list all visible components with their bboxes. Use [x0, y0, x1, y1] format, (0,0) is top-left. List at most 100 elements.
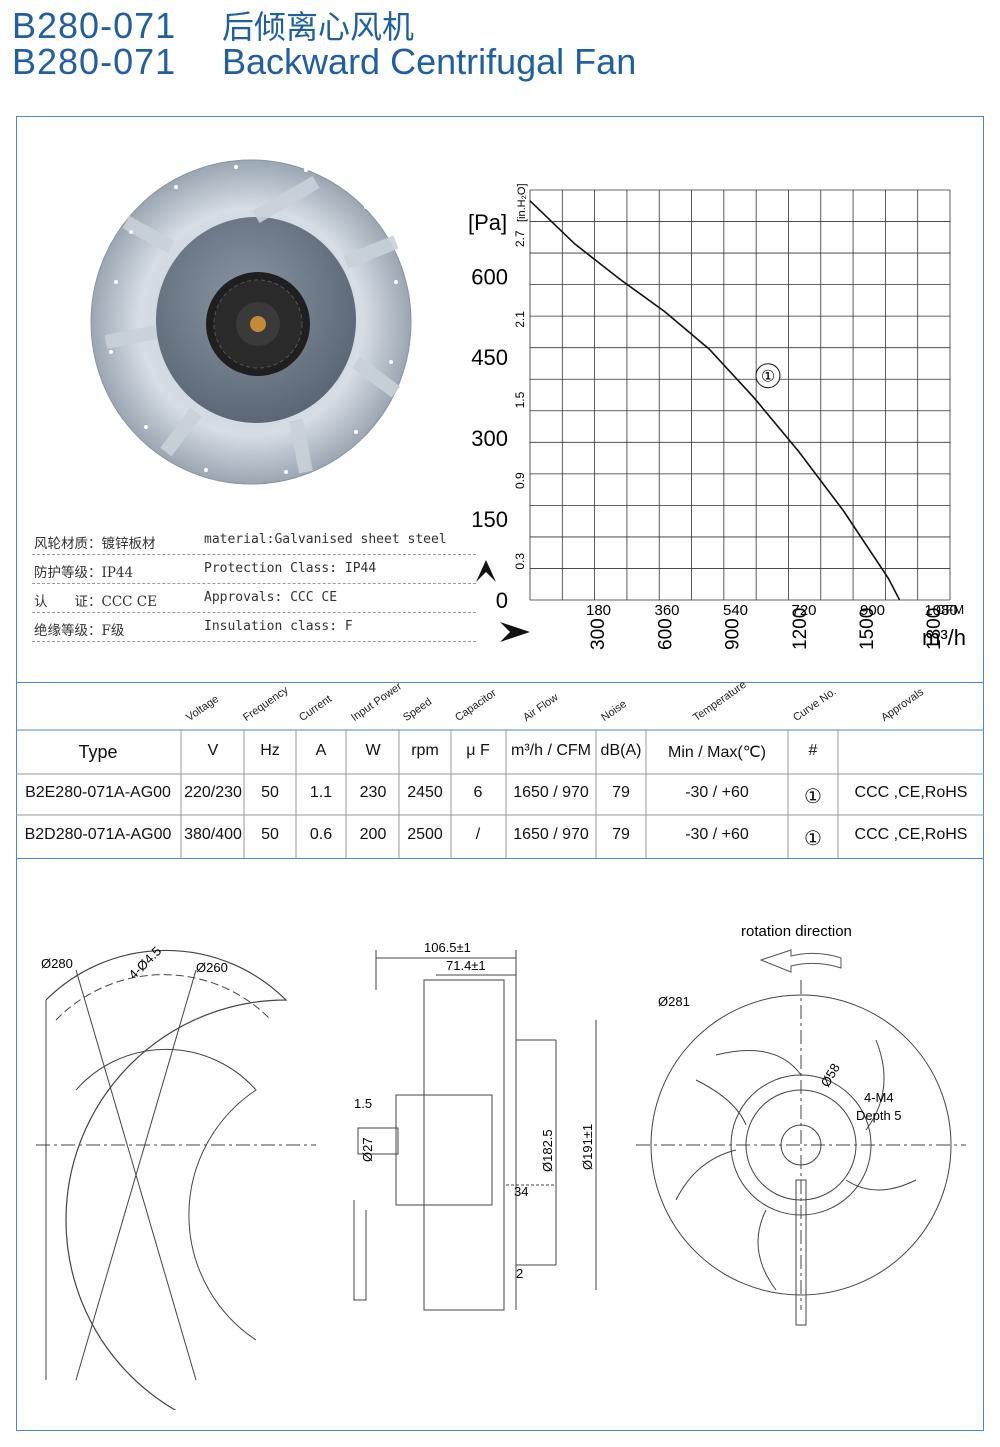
rear-view-drawing [636, 980, 966, 1326]
table-header-cell: dB(A) [600, 742, 642, 759]
x-axis-label: m³/h [922, 625, 966, 650]
table-cell: 200 [359, 826, 387, 843]
x-tick-label-m3h: 300 [588, 618, 609, 650]
table-cell: -30 / +60 [685, 826, 749, 843]
side-h34: 34 [514, 1184, 528, 1199]
x-axis-arrow [500, 622, 530, 642]
table-cell: / [475, 826, 481, 843]
title-cn-text: 后倾离心风机 [222, 8, 415, 46]
table-cell: CCC ,CE,RoHS [854, 826, 968, 843]
x-axis-label-secondary: CFM [936, 602, 964, 617]
table-header-cell: μ F [466, 742, 490, 759]
table-header-cell: W [365, 742, 381, 759]
spec-cn: 认 证：CCC CE [34, 594, 157, 610]
spec-en: material:Galvanised sheet steel [204, 532, 447, 547]
x-tick-label-cfm: 1080 [924, 602, 957, 619]
title-en: B280-071 Backward Centrifugal Fan [12, 44, 636, 80]
rear-d58: Ø58 [818, 1061, 843, 1090]
divider-bottom [16, 858, 984, 859]
curve-line [529, 200, 901, 601]
table-header-cell: # [808, 742, 818, 759]
x-tick-label-cfm: 540 [723, 602, 748, 619]
x-tick-label-cfm: 900 [860, 602, 885, 619]
table-cell: 50 [261, 784, 279, 801]
table-header-cell: m³/h / CFM [511, 742, 591, 759]
table-cell: CCC ,CE,RoHS [854, 784, 968, 801]
spec-en: Protection Class: IP44 [204, 561, 377, 576]
table-cell: 2450 [407, 784, 443, 801]
y2-tick-label: 1.5 [513, 391, 527, 408]
front-view-drawing [36, 949, 316, 1410]
x-tick-label-m3h: 1200 [790, 608, 811, 650]
table-cell: -30 / +60 [685, 784, 749, 801]
model-number-en: B280-071 [12, 41, 177, 82]
side-d27: Ø27 [360, 1137, 375, 1162]
table-cell: 0.6 [309, 826, 333, 843]
y-axis-label: [Pa] [468, 210, 507, 235]
spec-cn: 防护等级：IP44 [34, 565, 134, 581]
table-cell: 1.1 [309, 784, 333, 801]
x-tick-label-cfm: 720 [791, 602, 816, 619]
curve-label-circle [755, 363, 781, 389]
x-tick-label-cfm: 180 [586, 602, 611, 619]
technical-drawings: Ø280 4-Ø4.5 Ø260 106.5±1 71.4±1 1.5 Ø27 … [36, 923, 966, 1410]
rear-d281: Ø281 [658, 994, 690, 1009]
front-d280: Ø280 [41, 956, 73, 971]
table-header-cell: Type [78, 742, 118, 762]
rotation-arrow-icon [759, 949, 842, 973]
x-tick-label-m3h: 1800 [924, 608, 945, 650]
y-axis-arrow [476, 560, 496, 582]
model-number: B280-071 [12, 5, 177, 46]
spec-row-material: 风轮材质：镀锌板材 material:Galvanised sheet stee… [32, 526, 476, 555]
y2-tick-label: 2.1 [513, 311, 527, 328]
spec-list: 风轮材质：镀锌板材 material:Galvanised sheet stee… [32, 526, 476, 642]
table-cell: 220/230 [184, 784, 242, 801]
front-d260: Ø260 [196, 960, 228, 975]
side-h2: 2 [516, 1266, 523, 1281]
table-lines [16, 729, 984, 858]
x-tick-label-m3h: 900 [723, 618, 744, 650]
rear-depth: Depth 5 [856, 1108, 902, 1123]
x-tick-label-m3h: 600 [655, 618, 676, 650]
rear-rotation: rotation direction [741, 923, 852, 940]
table-cell: 79 [612, 784, 630, 801]
spec-cn: 风轮材质：镀锌板材 [34, 536, 156, 552]
side-view-drawing [353, 950, 597, 1311]
table-cell: 79 [612, 826, 630, 843]
side-d182: Ø182.5 [540, 1129, 555, 1172]
table-cell: 50 [261, 826, 279, 843]
spec-row-insulation: 绝缘等级：F级 Insulation class: F [32, 613, 476, 642]
table-cell: B2D280-071A-AG00 [24, 826, 172, 843]
title-en-text: Backward Centrifugal Fan [222, 41, 637, 82]
spec-row-protection: 防护等级：IP44 Protection Class: IP44 [32, 555, 476, 584]
spec-en: Insulation class: F [204, 619, 353, 634]
table-cell: 6 [473, 784, 483, 801]
x-tick-label-cfm: 360 [654, 602, 679, 619]
table-header-cell: rpm [411, 742, 439, 759]
side-d191: Ø191±1 [580, 1124, 595, 1170]
side-t: 1.5 [354, 1096, 372, 1111]
y2-tick-label: 0.9 [513, 472, 527, 489]
chart-grid [529, 189, 951, 601]
y2-tick-label: 0.3 [513, 553, 527, 570]
table-cell: 2500 [407, 826, 443, 843]
chart-curve: ① [529, 200, 901, 601]
y2-axis-label: [in.H₂O] [516, 184, 528, 223]
spec-cn: 绝缘等级：F级 [34, 623, 125, 639]
table-cell: 1650 / 970 [513, 826, 589, 843]
table-header-cell: Min / Max(℃) [668, 744, 766, 761]
curve-label: ① [761, 367, 775, 386]
table-header-cell: A [315, 742, 327, 759]
table-cell: B2E280-071A-AG00 [25, 784, 171, 801]
y-tick-label: 450 [471, 345, 508, 370]
table-cell: ① [804, 786, 822, 808]
y-tick-label: 0 [496, 588, 508, 613]
y-tick-label: 600 [471, 264, 508, 289]
spec-row-approvals: 认 证：CCC CE Approvals: CCC CE [32, 584, 476, 613]
y-tick-label: 300 [471, 426, 508, 451]
title-cn: B280-071 后倾离心风机 [12, 5, 415, 46]
